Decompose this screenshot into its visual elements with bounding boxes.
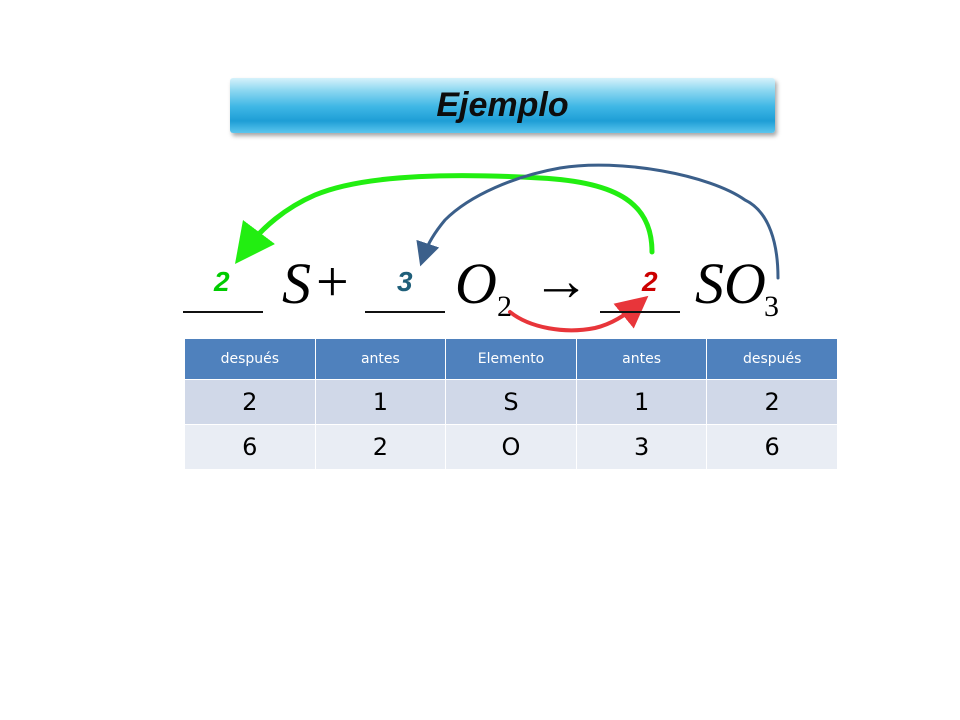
balance-table: después antes Elemento antes después 2 1… [184,338,838,470]
plus-sign: + [316,249,349,314]
table-header-row: después antes Elemento antes después [184,338,838,380]
reactant-o-subscript: 2 [497,290,512,323]
table-cell: 6 [184,424,316,470]
header-antes-right: antes [575,338,708,380]
table-cell: 2 [314,424,447,470]
table-cell: 2 [184,379,316,425]
table-row: 2 1 S 1 2 [184,379,838,425]
table-row: 6 2 O 3 6 [184,424,838,470]
table-cell: O [445,424,577,470]
title-text: Ejemplo [436,86,569,124]
blank-line-1 [183,311,263,313]
coefficient-so3: 2 [642,266,658,297]
table-cell: 1 [314,379,447,425]
blue-arrow [416,163,780,280]
header-antes-left: antes [314,338,447,380]
red-arrow [508,295,649,333]
blank-line-2 [365,311,445,313]
table-cell: 2 [706,379,838,425]
table-cell: 3 [575,424,708,470]
header-despues-left: después [184,338,316,380]
coefficient-o2: 3 [397,266,413,297]
table-cell: 1 [575,379,708,425]
header-despues-right: después [706,338,838,380]
reactant-s: S [282,251,311,316]
blank-line-3 [600,311,680,313]
table-cell: S [445,379,577,425]
reactant-o: O [455,251,497,316]
reaction-arrow: → [532,248,590,313]
table-cell: 6 [706,424,838,470]
title-banner: Ejemplo [230,78,775,133]
product-subscript: 3 [764,290,779,323]
green-arrow [234,173,655,264]
header-elemento: Elemento [445,338,577,380]
coefficient-s: 2 [214,266,230,297]
product-so: SO [695,251,766,316]
